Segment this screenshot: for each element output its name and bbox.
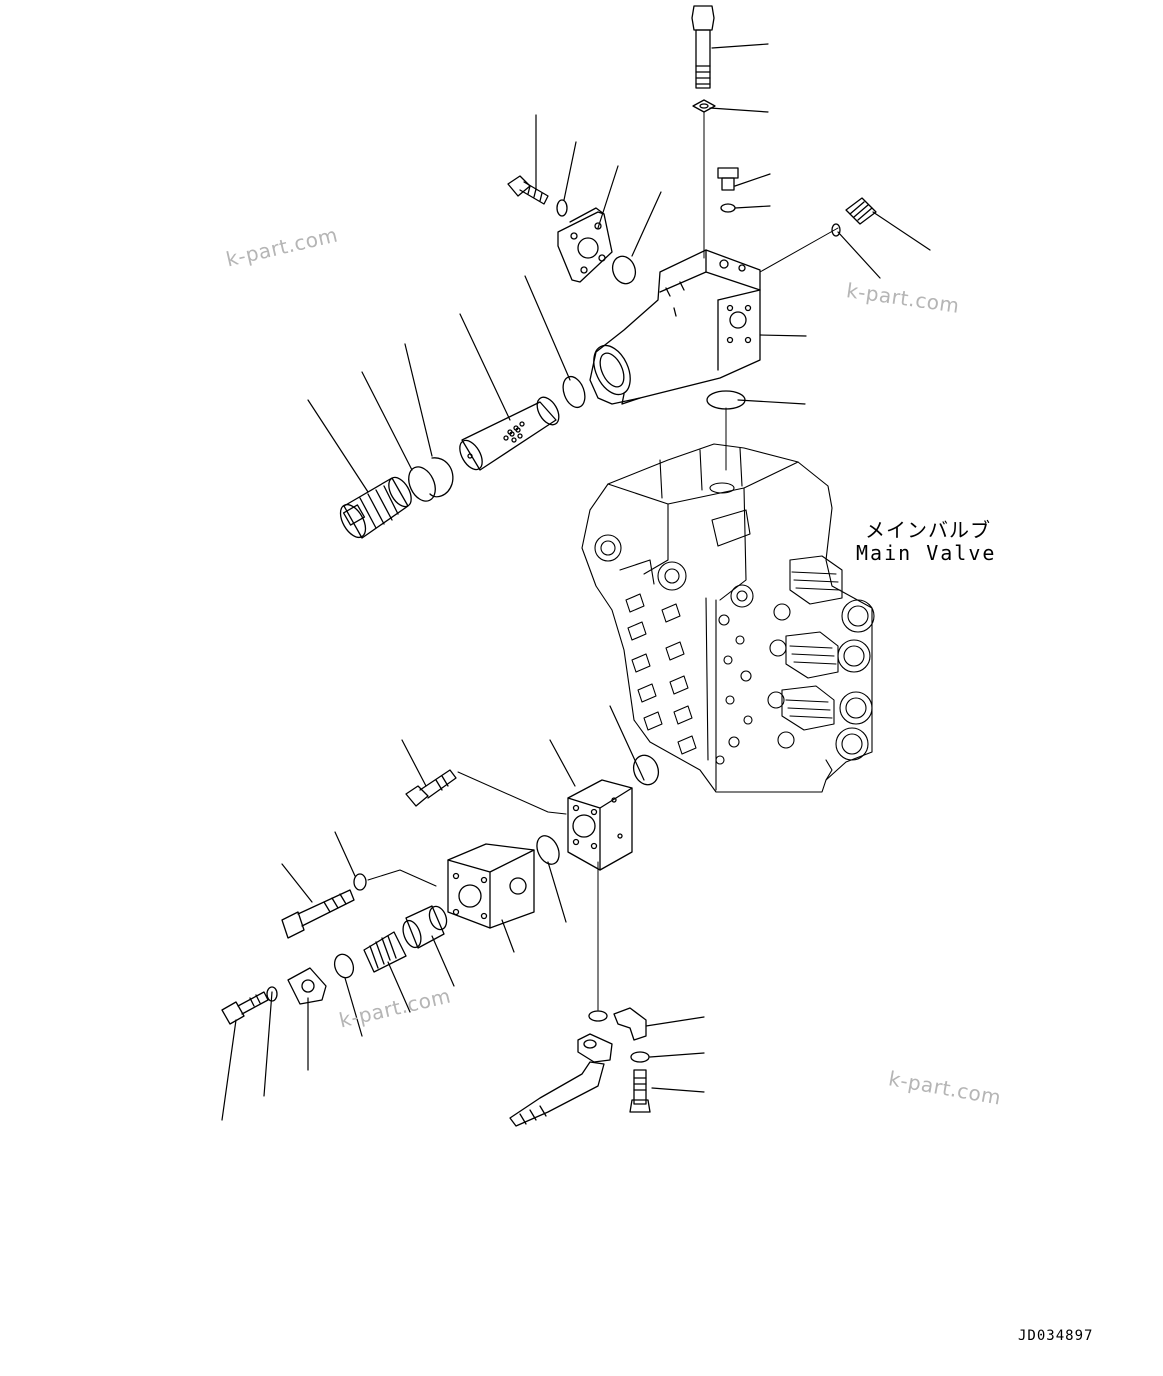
elbow-fitting-icon	[614, 1008, 646, 1040]
long-bolt-icon	[692, 6, 714, 88]
elbow-tube-icon	[510, 1034, 612, 1126]
cover-icon	[288, 968, 326, 1004]
washer-icon	[557, 200, 567, 216]
o-ring-icon	[331, 952, 356, 981]
main-valve-icon	[582, 444, 874, 792]
bolt-icon	[630, 1070, 650, 1112]
pressure-switch-icon	[846, 198, 876, 224]
o-ring-icon	[609, 253, 639, 287]
threaded-plug-icon	[335, 474, 415, 542]
o-ring-icon	[589, 1011, 607, 1021]
piston-icon	[400, 904, 450, 950]
washer-icon	[267, 987, 277, 1001]
flange-icon	[558, 208, 612, 282]
drawing-id: JD034897	[1018, 1328, 1094, 1344]
elbow-housing-icon	[587, 250, 760, 404]
center-lines	[368, 112, 838, 1010]
valve-block-icon	[448, 844, 534, 928]
leader-lines	[222, 44, 930, 1120]
bolt-icon	[508, 176, 548, 204]
plug-icon	[718, 168, 738, 190]
snap-ring-icon	[430, 458, 453, 497]
cylinder-element-icon	[455, 394, 563, 474]
long-bolt-icon	[282, 890, 354, 938]
o-ring-icon	[832, 224, 840, 236]
o-ring-icon	[707, 391, 745, 409]
bolt-icon	[406, 770, 456, 806]
spring-icon	[364, 932, 406, 972]
washer-icon	[693, 100, 715, 112]
washer-icon	[631, 1052, 649, 1062]
washer-icon	[404, 463, 441, 506]
washer-icon	[354, 874, 366, 890]
main-valve-label-en: Main Valve	[856, 541, 997, 565]
o-ring-icon	[533, 832, 564, 868]
adapter-block-icon	[568, 780, 632, 870]
o-ring-icon	[721, 204, 735, 212]
o-ring-icon	[559, 374, 589, 411]
main-valve-label-jp: メインバルブ	[865, 518, 991, 542]
bolt-icon	[222, 992, 268, 1024]
o-ring-icon	[630, 752, 663, 788]
